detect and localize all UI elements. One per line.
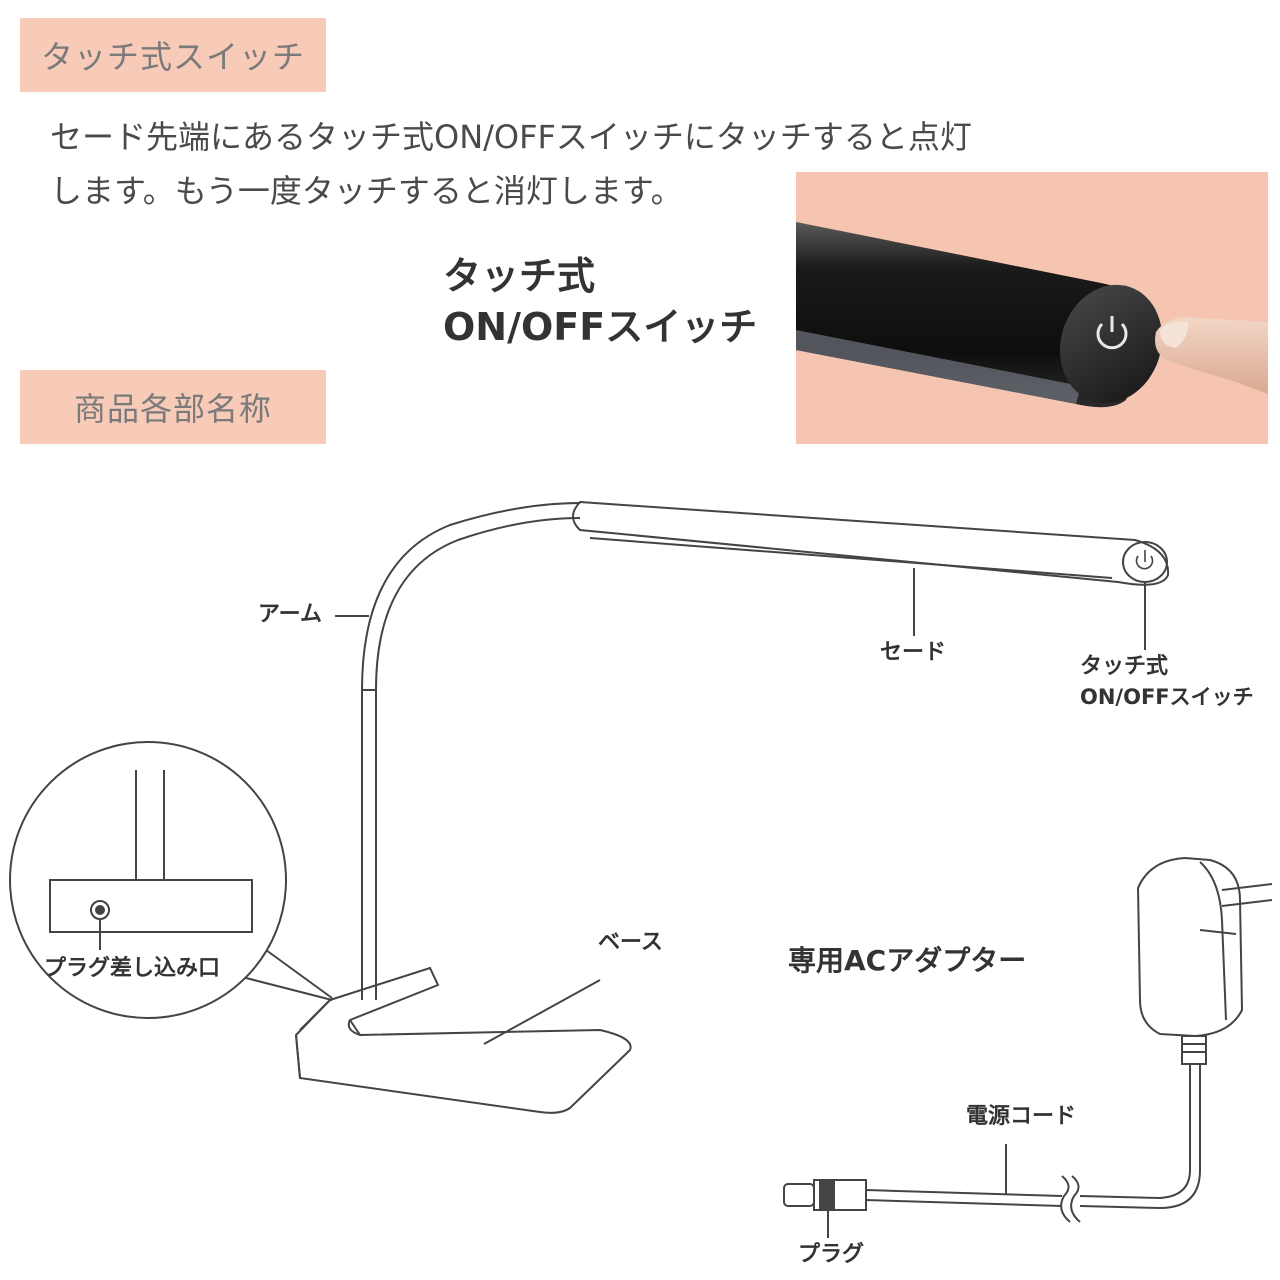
power-cord xyxy=(1079,1064,1191,1200)
label-switch-line-2: ON/OFFスイッチ xyxy=(1080,685,1254,709)
plug-tip xyxy=(783,1183,815,1207)
section-title-part-names: 商品各部名称 xyxy=(20,370,326,444)
label-shade: セード xyxy=(880,640,947,665)
section-title-touch-switch: タッチ式スイッチ xyxy=(20,18,326,92)
label-plug: プラグ xyxy=(798,1242,865,1267)
lamp-end-cap xyxy=(1059,284,1163,404)
base-leader xyxy=(483,979,601,1045)
adapter-prong-2 xyxy=(1221,899,1273,907)
label-switch-line-1: タッチ式 xyxy=(1080,654,1169,679)
zoom-base-box xyxy=(49,879,253,933)
shade-endcap xyxy=(1122,541,1168,583)
lamp-led-strip xyxy=(796,330,1081,404)
description-line-2: します。もう一度タッチすると消灯します。 xyxy=(50,172,683,210)
touch-switch-label-line-2: ON/OFFスイッチ xyxy=(443,305,758,349)
adapter-prong-1 xyxy=(1221,883,1273,891)
label-plug-socket: プラグ差し込み口 xyxy=(44,956,221,981)
fingernail xyxy=(1160,321,1189,348)
base-outline xyxy=(294,966,632,1114)
label-base: ベース xyxy=(598,930,663,955)
plug-socket-hole xyxy=(90,900,110,920)
shade-power-icon xyxy=(1135,555,1154,570)
touch-switch-label-line-1: タッチ式 xyxy=(443,254,596,298)
arm-outline xyxy=(361,502,581,1000)
arm-outline-inner xyxy=(375,517,581,1000)
label-power-cord: 電源コード xyxy=(966,1104,1077,1129)
shade-led-line xyxy=(589,537,1113,579)
label-arm: アーム xyxy=(258,602,323,627)
label-ac-adapter: 専用ACアダプター xyxy=(788,944,1027,977)
adapter-cable-collar xyxy=(1181,1035,1207,1065)
description-line-1: セード先端にあるタッチ式ON/OFFスイッチにタッチすると点灯 xyxy=(50,118,972,156)
plug-body xyxy=(813,1179,867,1211)
touch-switch-photo xyxy=(796,172,1268,444)
adapter-body xyxy=(1136,856,1244,1038)
power-icon xyxy=(1096,316,1128,350)
shade-outline xyxy=(572,500,1170,586)
